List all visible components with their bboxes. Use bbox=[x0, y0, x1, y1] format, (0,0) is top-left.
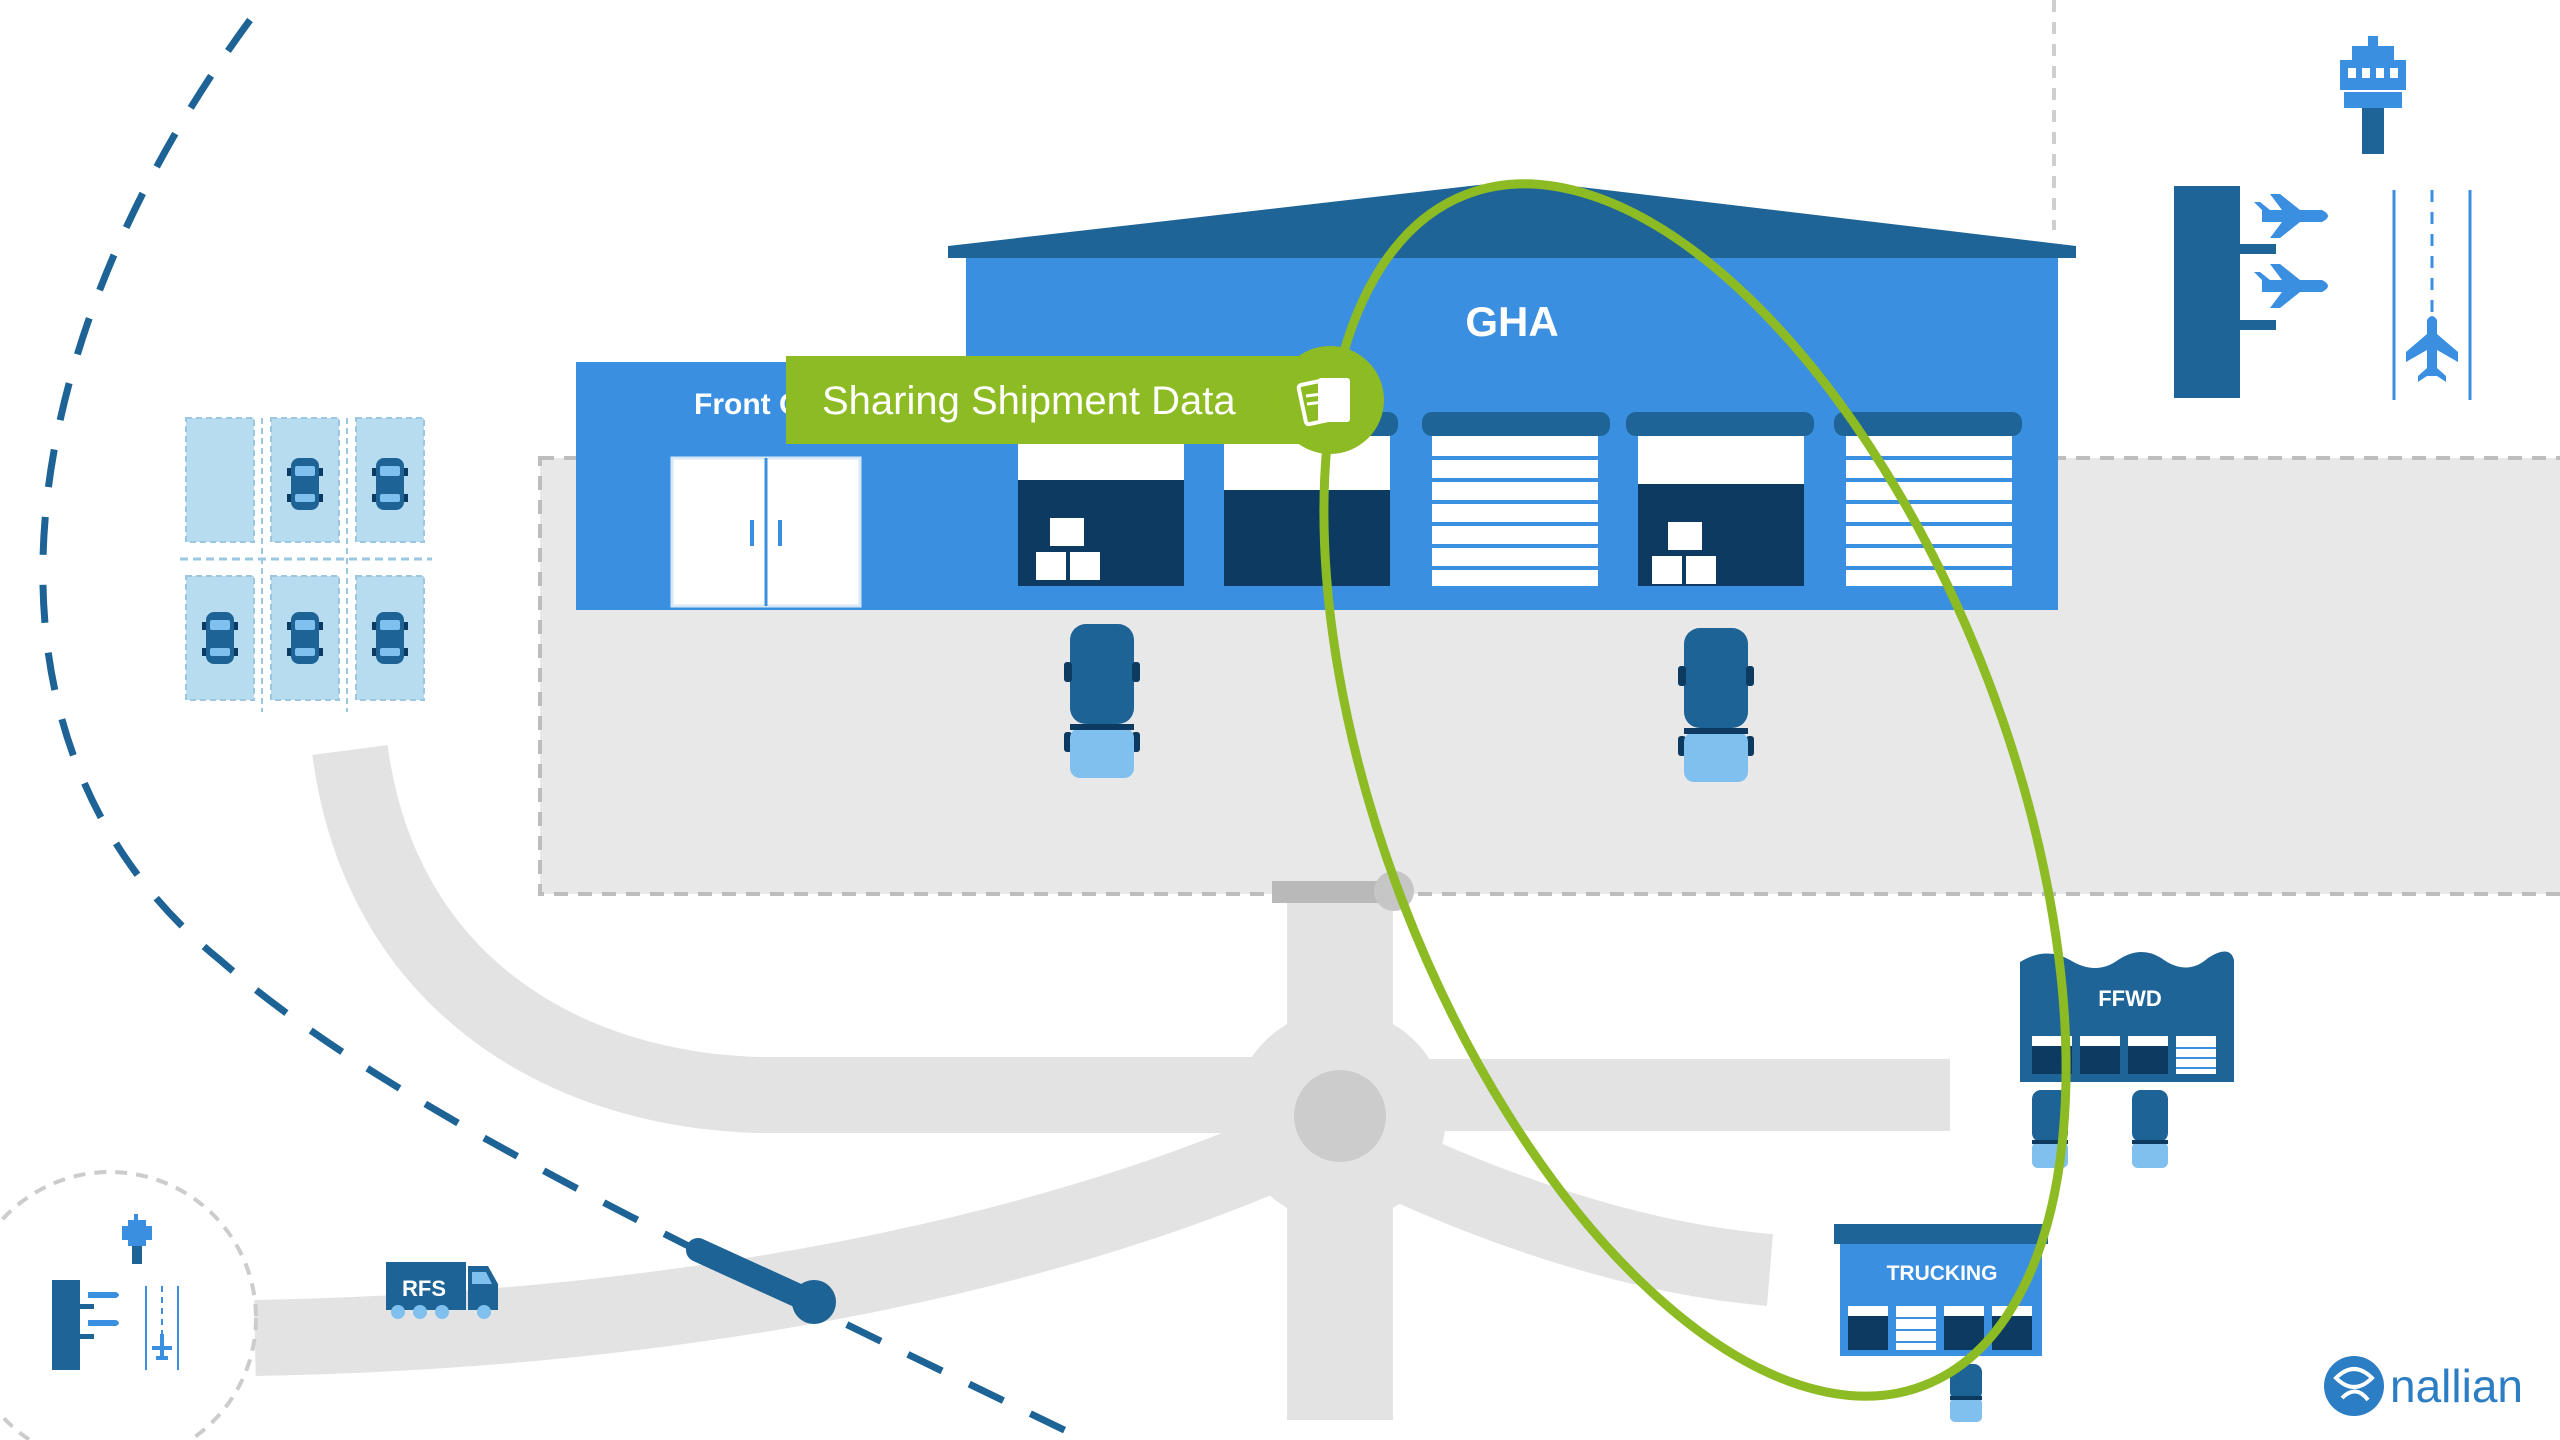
dock-door-open bbox=[1626, 412, 1814, 586]
remote-airport-zone bbox=[0, 1170, 258, 1440]
control-tower-icon bbox=[2340, 36, 2406, 154]
data-sharing-highlight bbox=[1319, 179, 2071, 1401]
delivery-truck bbox=[1064, 624, 1140, 778]
parked-car bbox=[287, 458, 323, 510]
remote-airport-icon bbox=[52, 1214, 179, 1370]
gha-label: GHA bbox=[1465, 298, 1558, 345]
rfs-label: RFS bbox=[402, 1276, 446, 1301]
parked-plane-icon bbox=[2254, 194, 2328, 238]
ffwd-building: FFWD bbox=[2020, 951, 2234, 1082]
trucking-label: TRUCKING bbox=[1887, 1262, 1998, 1285]
ffwd-truck bbox=[2132, 1090, 2168, 1168]
sharing-shipment-data-callout: Sharing Shipment Data bbox=[786, 346, 1384, 454]
nallian-logo: nallian bbox=[2324, 1356, 2523, 1416]
gha-roof bbox=[948, 180, 2076, 258]
boom-barrier bbox=[686, 1238, 836, 1324]
departing-plane-icon bbox=[2406, 316, 2458, 382]
ffwd-label: FFWD bbox=[2098, 986, 2162, 1011]
dock-door-closed bbox=[1834, 412, 2022, 586]
runway bbox=[2392, 190, 2472, 400]
rfs-truck: RFS bbox=[386, 1262, 498, 1319]
parked-plane-icon bbox=[2254, 264, 2328, 308]
dock-door-closed bbox=[1422, 412, 1610, 586]
parked-car bbox=[372, 612, 408, 664]
callout-label: Sharing Shipment Data bbox=[822, 379, 1236, 423]
parked-car bbox=[202, 612, 238, 664]
delivery-truck bbox=[1678, 628, 1754, 782]
terminal-gates bbox=[2174, 186, 2328, 398]
airport-perimeter-line bbox=[39, 17, 1087, 1440]
trucking-building: TRUCKING bbox=[1834, 1224, 2048, 1356]
roundabout-center bbox=[1294, 1070, 1386, 1162]
parked-car bbox=[372, 458, 408, 510]
gha-warehouse: GHA bbox=[948, 180, 2076, 610]
front-office-door bbox=[670, 456, 862, 608]
parked-car bbox=[287, 612, 323, 664]
trucking-truck bbox=[1950, 1364, 1982, 1422]
brand-name: nallian bbox=[2390, 1360, 2523, 1412]
parking-lot bbox=[180, 417, 432, 712]
documents-icon bbox=[1296, 377, 1350, 427]
